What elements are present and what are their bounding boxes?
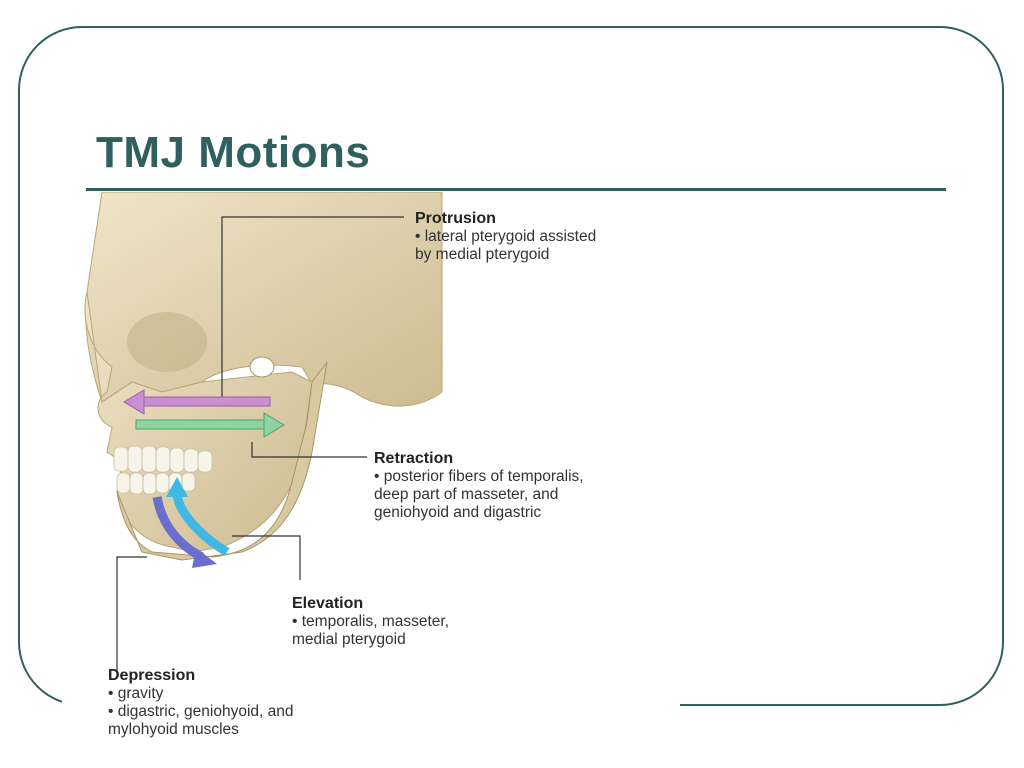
elevation-title: Elevation (292, 595, 364, 612)
retraction-label: Retraction • posterior fibers of tempora… (374, 450, 584, 522)
protrusion-desc-line: by medial pterygoid (415, 246, 550, 263)
protrusion-title: Protrusion (415, 210, 496, 227)
depression-desc-line: • digastric, geniohyoid, and (108, 703, 294, 720)
protrusion-leader (221, 216, 404, 397)
ear-canal (249, 356, 275, 378)
protrusion-desc-line: • lateral pterygoid assisted (415, 228, 597, 245)
depression-leader (116, 556, 147, 670)
retraction-desc-line: • posterior fibers of temporalis, (374, 468, 584, 485)
protrusion-label: Protrusion • lateral pterygoid assisted … (415, 210, 596, 264)
retraction-desc-line: geniohyoid and digastric (374, 504, 542, 521)
elevation-desc-line: • temporalis, masseter, (292, 613, 450, 630)
depression-desc-line: • gravity (108, 685, 164, 702)
retraction-desc-line: deep part of masseter, and (374, 486, 559, 503)
title-rule (86, 188, 946, 191)
orbit (127, 312, 207, 372)
depression-desc-line: mylohyoid muscles (108, 721, 239, 738)
elevation-leader (232, 535, 301, 580)
mandible-shape (116, 361, 328, 561)
protrusion-arrow (123, 389, 271, 415)
depression-label: Depression • gravity • digastric, genioh… (108, 667, 294, 739)
depression-arrowhead (192, 548, 217, 568)
elevation-desc-line: medial pterygoid (292, 631, 406, 648)
slide-title: TMJ Motions (96, 128, 371, 177)
retraction-leader (251, 442, 367, 458)
teeth (113, 445, 213, 495)
elevation-arrow (172, 491, 230, 556)
skull-illustration (84, 192, 443, 670)
elevation-arrowhead (166, 477, 188, 497)
retraction-title: Retraction (374, 450, 454, 467)
leader-lines (116, 216, 404, 670)
elevation-label: Elevation • temporalis, masseter, medial… (292, 595, 449, 649)
depression-title: Depression (108, 667, 196, 684)
retraction-arrow (135, 412, 285, 438)
tmj-figure: Protrusion • lateral pterygoid assisted … (62, 192, 680, 768)
